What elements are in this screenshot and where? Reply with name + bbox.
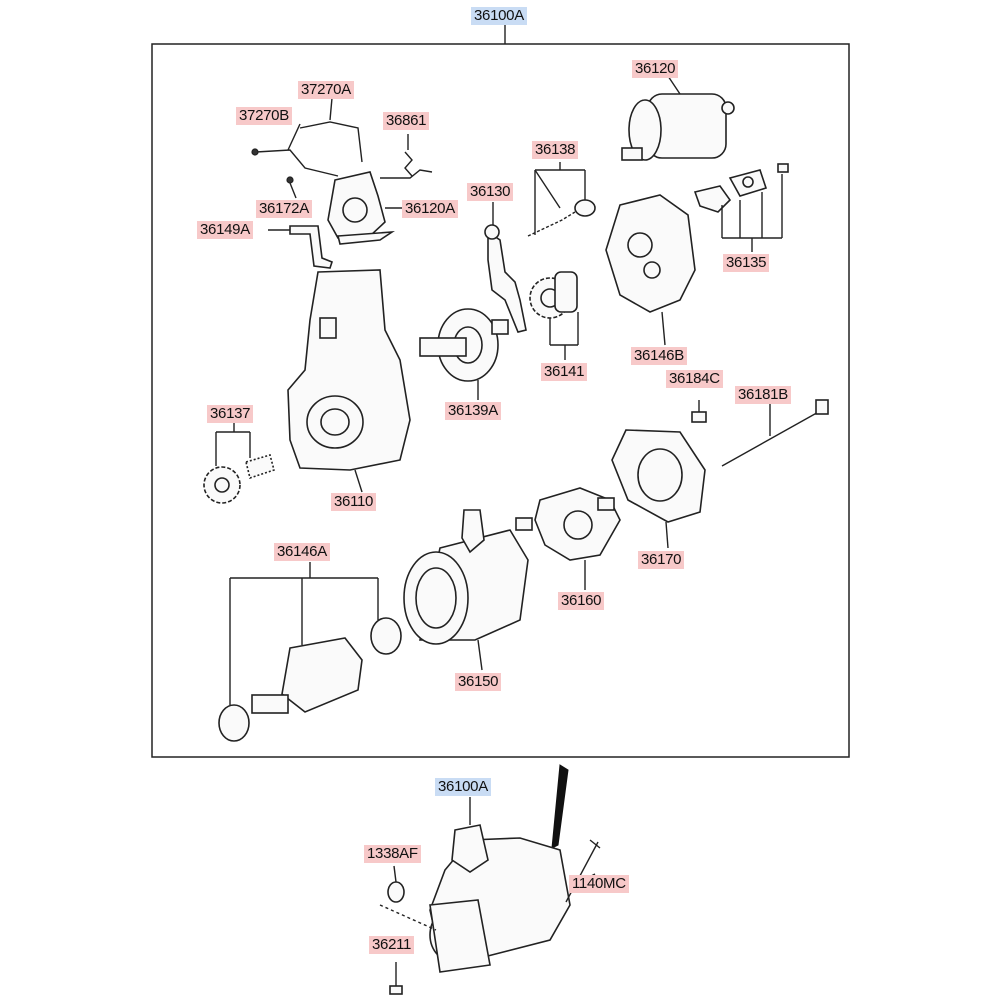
screw-36184C	[691, 400, 707, 423]
label-36141: 36141	[541, 363, 588, 381]
label-36110: 36110	[331, 493, 377, 511]
clutch-36139A	[419, 308, 509, 400]
label-36150: 36150	[455, 673, 502, 691]
label-37270A: 37270A	[298, 81, 354, 99]
gear-36141	[529, 271, 579, 360]
label-36184C: 36184C	[666, 370, 723, 388]
label-36170: 36170	[638, 551, 685, 569]
label-36100A: 36100A	[471, 7, 527, 25]
label-36181B: 36181B	[735, 386, 791, 404]
label-36139A: 36139A	[445, 402, 501, 420]
label-36211: 36211	[369, 936, 415, 954]
yoke-36150	[403, 509, 529, 671]
bolt-36181B	[721, 399, 829, 467]
label-36135: 36135	[723, 254, 770, 272]
lead-wire-37270	[251, 97, 363, 177]
gear-36137	[203, 422, 275, 504]
label-36100A-lower: 36100A	[435, 778, 491, 796]
bracket-36149A	[268, 225, 333, 269]
label-36149A: 36149A	[197, 221, 253, 239]
spring-36138	[527, 162, 596, 237]
armature-36146A	[218, 562, 402, 742]
assembly-frame	[151, 43, 850, 758]
label-36137: 36137	[207, 405, 254, 423]
label-36120: 36120	[632, 60, 679, 78]
label-36120A: 36120A	[402, 200, 458, 218]
label-36172A: 36172A	[256, 200, 312, 218]
label-1140MC: 1140MC	[569, 875, 629, 893]
label-36138: 36138	[532, 141, 579, 159]
label-36130: 36130	[467, 183, 514, 201]
clip-36861	[380, 134, 433, 179]
drive-housing-36110	[287, 269, 411, 493]
label-36146A: 36146A	[274, 543, 330, 561]
solenoid-36120	[621, 75, 735, 161]
label-36146B: 36146B	[631, 347, 687, 365]
starter-assembly	[379, 764, 601, 995]
brush-holder-36160	[515, 487, 621, 590]
label-36861: 36861	[383, 112, 430, 130]
label-36160: 36160	[558, 592, 605, 610]
rear-cover-36170	[611, 429, 706, 549]
switch-36120A	[286, 171, 402, 245]
label-1338AF: 1338AF	[364, 845, 421, 863]
housing-36146B	[605, 194, 696, 346]
label-37270B: 37270B	[236, 107, 292, 125]
lever-36130	[484, 202, 527, 333]
terminal-36135	[693, 163, 789, 252]
